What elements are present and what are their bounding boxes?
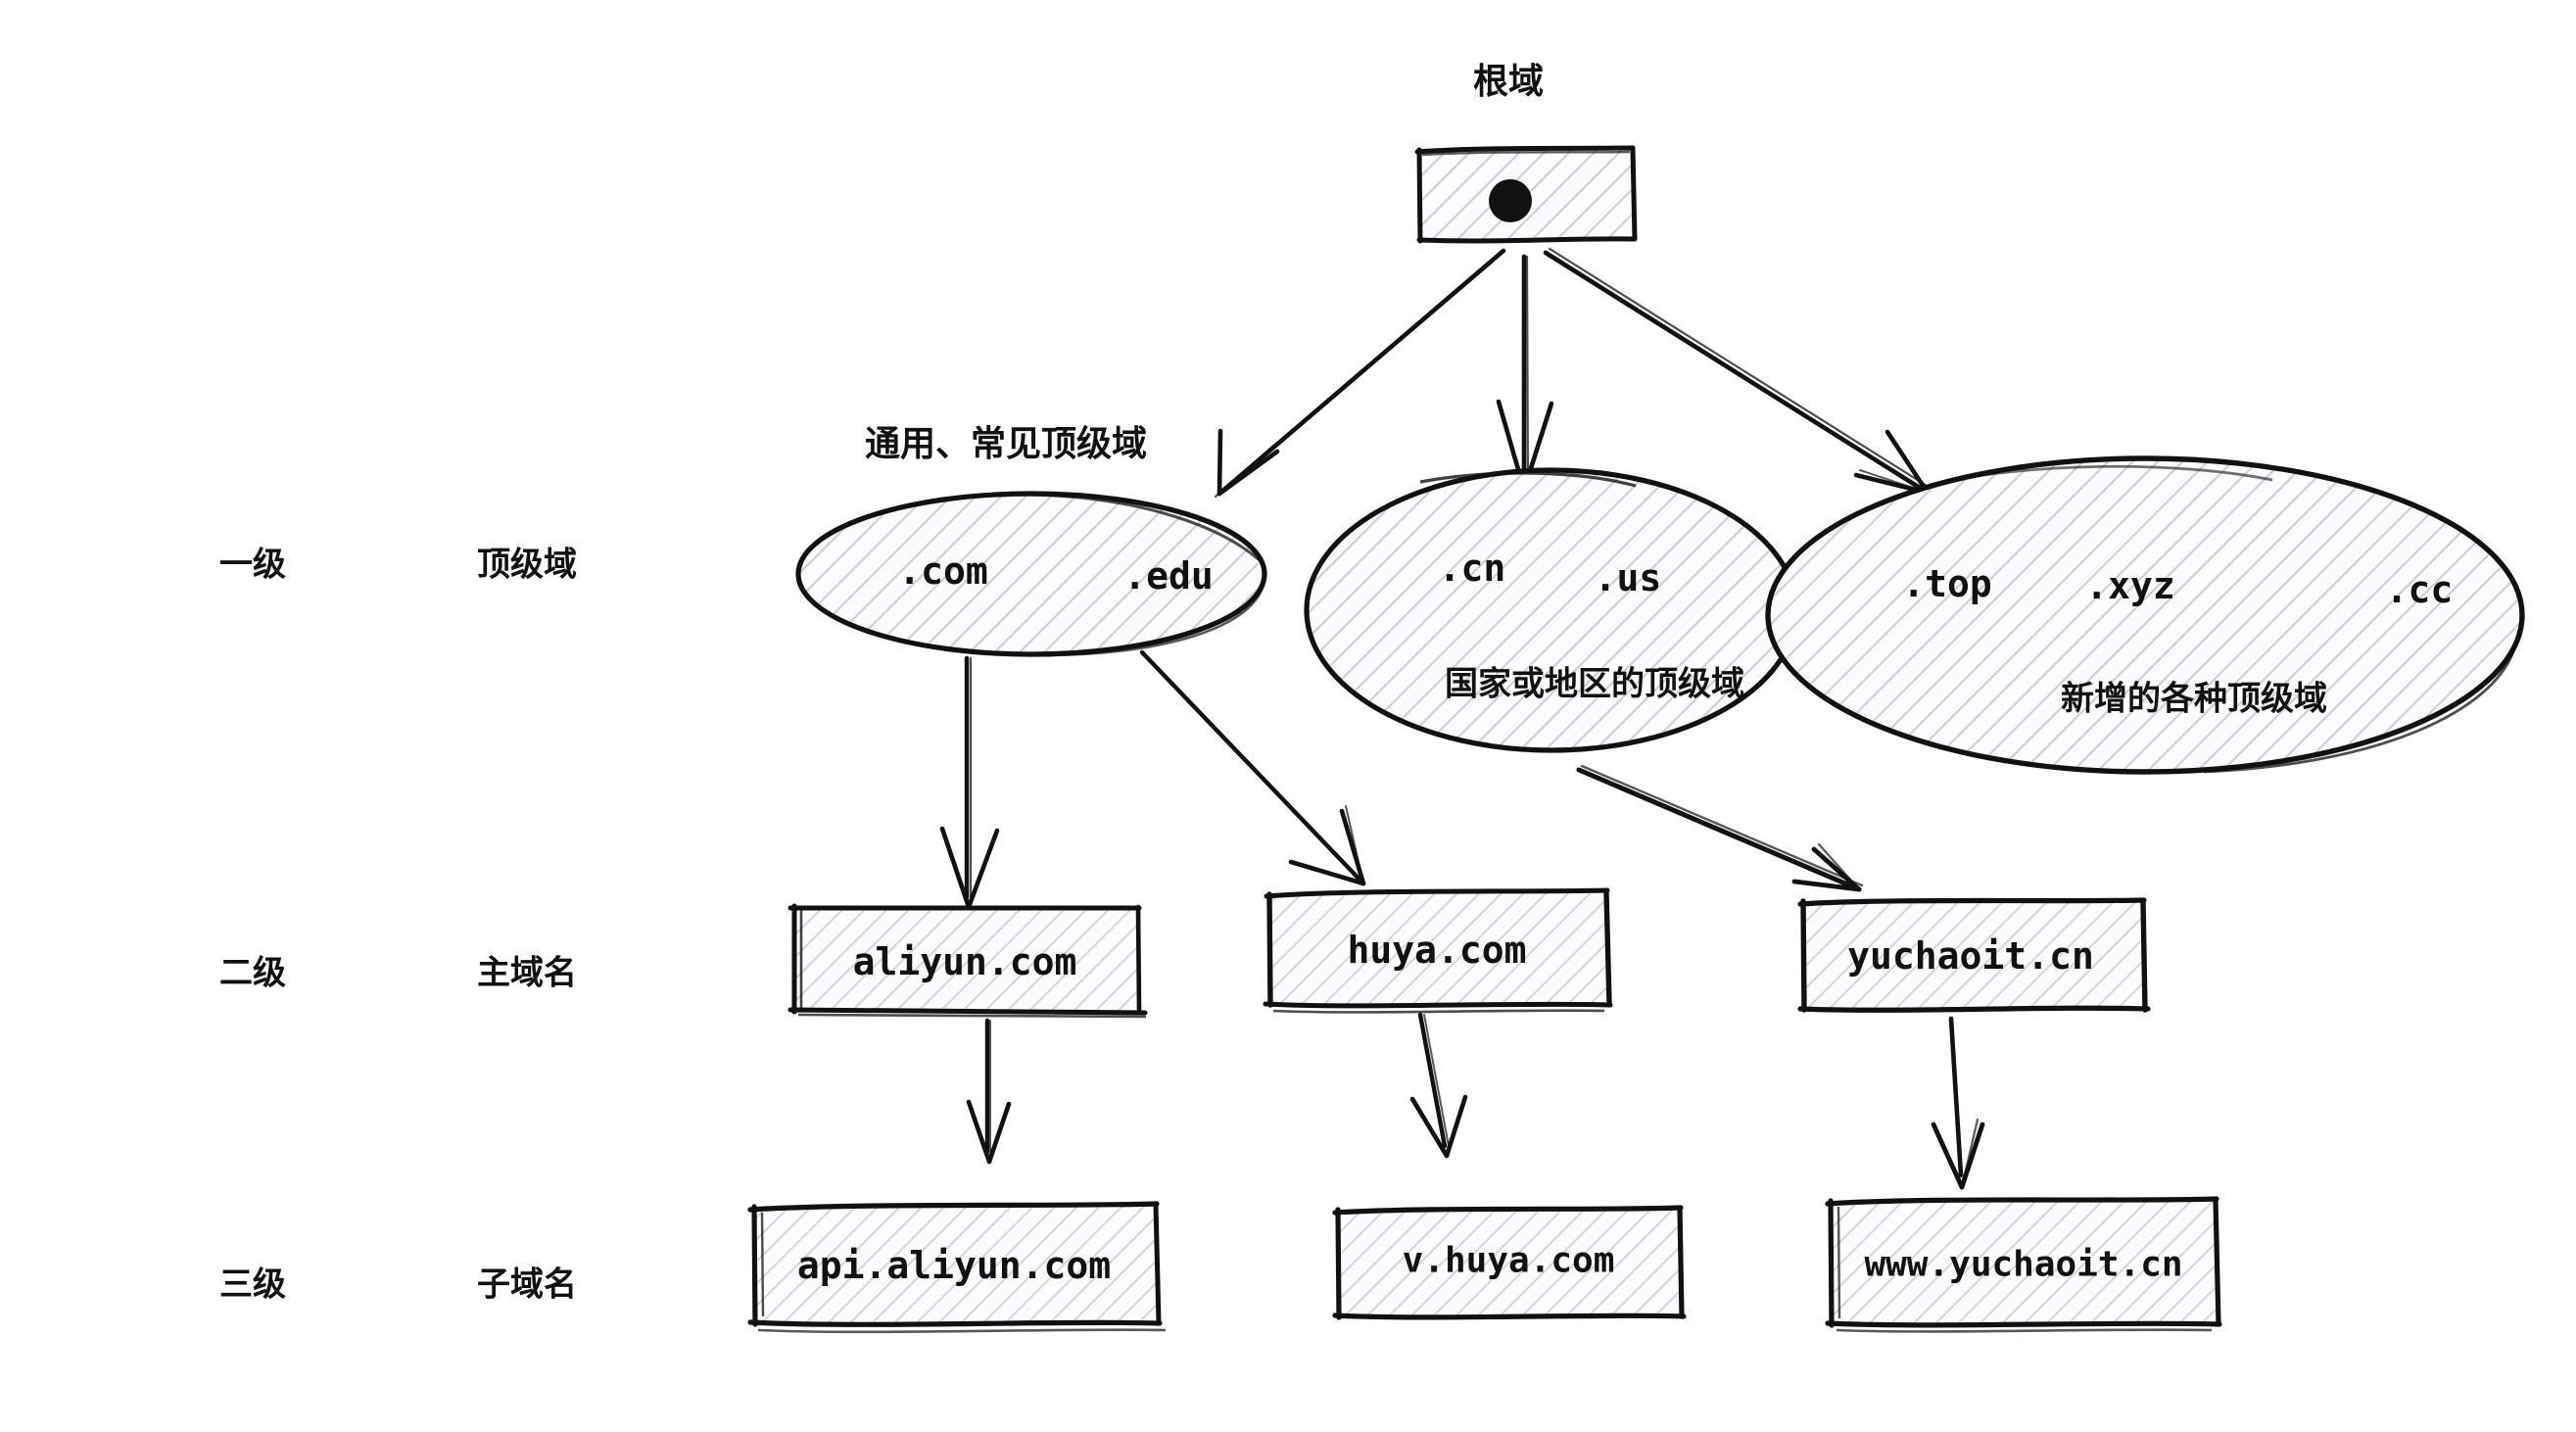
second-level-node-huya-shape	[1263, 887, 1613, 1014]
tld-cc: .cc	[2385, 568, 2454, 611]
level-rank-2: 二级	[219, 954, 286, 992]
arrow-root-to-new-tld	[1543, 247, 1933, 496]
arrow-generic-to-huya	[1139, 649, 1366, 886]
generic-tld-caption: 通用、常见顶级域	[864, 423, 1148, 463]
level-name-2: 主域名	[477, 954, 577, 992]
second-level-node-yuchaoit-shape	[1797, 897, 2151, 1013]
arrow-huya-to-v-huya	[1409, 1012, 1468, 1159]
root-node-shape	[1414, 145, 1638, 244]
second-level-node-aliyun-shape	[787, 903, 1148, 1019]
arrow-generic-to-aliyun	[939, 655, 1000, 910]
tld-com: .com	[898, 549, 988, 593]
arrow-country-to-yuchaoit	[1576, 764, 1864, 892]
tld-group-new-shape	[1765, 455, 2525, 775]
third-level-node-api-aliyun-shape	[747, 1201, 1167, 1334]
tld-us: .us	[1594, 556, 1662, 599]
third-level-label-api-aliyun: api.aliyun.com	[796, 1244, 1112, 1287]
second-level-label-yuchaoit: yuchaoit.cn	[1847, 934, 2094, 978]
country-tld-caption: 国家或地区的顶级域	[1445, 665, 1744, 703]
level-name-1: 顶级域	[477, 546, 577, 584]
root-domain-title: 根域	[1472, 61, 1545, 101]
third-level-node-v-huya-shape	[1332, 1205, 1687, 1320]
arrow-root-to-country-tld	[1496, 254, 1554, 493]
tld-group-generic-shape	[795, 491, 1267, 657]
tld-group-country-shape	[1304, 467, 1799, 753]
second-level-label-huya: huya.com	[1347, 929, 1527, 972]
third-level-label-www-yuchaoit: www.yuchaoit.cn	[1864, 1244, 2183, 1285]
arrow-yuchaoit-to-www-yuchaoit	[1931, 1016, 1985, 1190]
tld-xyz: .xyz	[2085, 564, 2175, 607]
tld-edu: .edu	[1123, 554, 1214, 597]
arrow-root-to-generic-tld	[1214, 248, 1506, 499]
tld-top: .top	[1902, 562, 1992, 605]
level-rank-1: 一级	[219, 546, 286, 584]
second-level-label-aliyun: aliyun.com	[852, 940, 1077, 983]
tld-cn: .cn	[1438, 547, 1506, 590]
third-level-node-www-yuchaoit-shape	[1825, 1196, 2222, 1333]
third-level-label-v-huya: v.huya.com	[1402, 1240, 1615, 1281]
level-rank-3: 三级	[219, 1265, 286, 1304]
new-tld-caption: 新增的各种顶级域	[2061, 680, 2327, 718]
level-name-3: 子域名	[477, 1265, 577, 1304]
arrow-aliyun-to-api-aliyun	[966, 1018, 1012, 1165]
